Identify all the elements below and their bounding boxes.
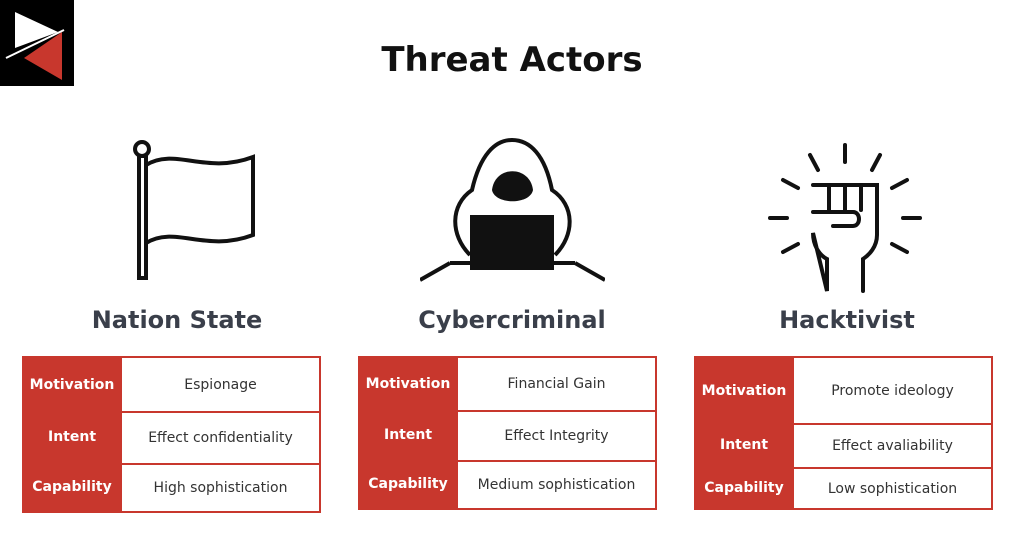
- row-value: Promote ideology: [792, 358, 991, 423]
- row-value: Effect Integrity: [456, 410, 655, 460]
- page-title: Threat Actors: [381, 40, 643, 80]
- row-value: Effect avaliability: [792, 423, 991, 467]
- hooded-hacker-icon: [420, 137, 605, 282]
- row-value: Effect confidentiality: [120, 411, 319, 463]
- row-label: Capability: [360, 460, 456, 508]
- row-value: Financial Gain: [456, 358, 655, 410]
- row-value: High sophistication: [120, 463, 319, 511]
- row-label: Intent: [24, 411, 120, 463]
- raised-fist-icon: [768, 143, 922, 293]
- flag-icon: [133, 140, 255, 280]
- row-value: Espionage: [120, 358, 319, 411]
- row-value: Low sophistication: [792, 467, 991, 508]
- row-label: Motivation: [360, 358, 456, 410]
- logo-icon: [0, 0, 74, 86]
- row-label: Capability: [24, 463, 120, 511]
- actor-name-hacktivist: Hacktivist: [779, 306, 915, 334]
- actor-name-cybercriminal: Cybercriminal: [418, 306, 606, 334]
- row-value: Medium sophistication: [456, 460, 655, 508]
- hacktivist-table: Motivation Promote ideology Intent Effec…: [694, 356, 993, 510]
- row-label: Motivation: [24, 358, 120, 411]
- row-label: Motivation: [696, 358, 792, 423]
- cybercriminal-table: Motivation Financial Gain Intent Effect …: [358, 356, 657, 510]
- row-label: Intent: [696, 423, 792, 467]
- row-label: Intent: [360, 410, 456, 460]
- actor-name-nation-state: Nation State: [91, 306, 263, 334]
- nation-state-table: Motivation Espionage Intent Effect confi…: [22, 356, 321, 513]
- row-label: Capability: [696, 467, 792, 508]
